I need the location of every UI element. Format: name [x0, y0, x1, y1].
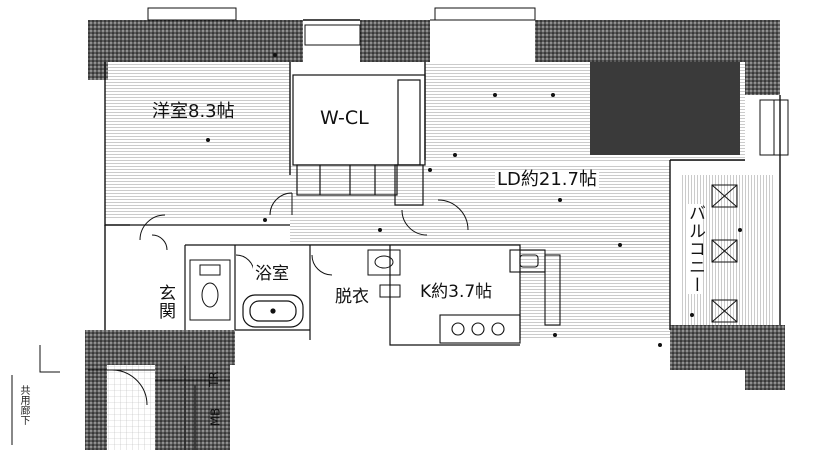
toilet: [189, 259, 231, 321]
window-left: [147, 7, 237, 21]
western-room-floor: [105, 62, 290, 220]
wall-bottom-left: [85, 330, 235, 365]
bathroom-label: 浴室: [253, 264, 291, 284]
detail-marks: [206, 53, 742, 347]
trunk-room-label: TR: [206, 371, 221, 387]
ld-floor-lower: [290, 165, 670, 245]
wall-top-left: [88, 20, 303, 62]
wall-top-mid: [360, 20, 430, 62]
dressing-room-label: 脱衣: [333, 287, 371, 307]
wall-right-top: [745, 20, 780, 95]
meter-box-label: MB: [208, 407, 223, 427]
kitchen-counter: [439, 249, 561, 344]
entrance-label: 玄関: [155, 284, 175, 320]
wall-entry-right: [155, 365, 230, 450]
dark-carpet: [590, 60, 740, 155]
wall-bottom-right: [670, 325, 750, 370]
bathtub: [242, 294, 304, 328]
balcony-label: バルコニー: [685, 204, 705, 294]
kitchen-label: K約3.7帖: [418, 282, 495, 302]
living-dining-label: LD約21.7帖: [495, 169, 599, 190]
wall-right-bottom: [745, 325, 785, 390]
common-corridor-label: 共用廊下: [18, 385, 29, 425]
window-right: [434, 7, 536, 21]
walk-in-closet-walls: [292, 74, 426, 206]
wall-entry-left: [85, 330, 107, 450]
wall-top-right: [535, 20, 780, 62]
western-room-label: 洋室8.3帖: [152, 101, 235, 122]
top-sill-box: [304, 24, 361, 46]
washbasin: [367, 249, 401, 298]
ld-floor-right: [520, 240, 670, 340]
balcony-fixtures: [711, 99, 789, 323]
walk-in-closet-label: W-CL: [318, 107, 371, 129]
wall-top-left-outer: [88, 20, 108, 80]
